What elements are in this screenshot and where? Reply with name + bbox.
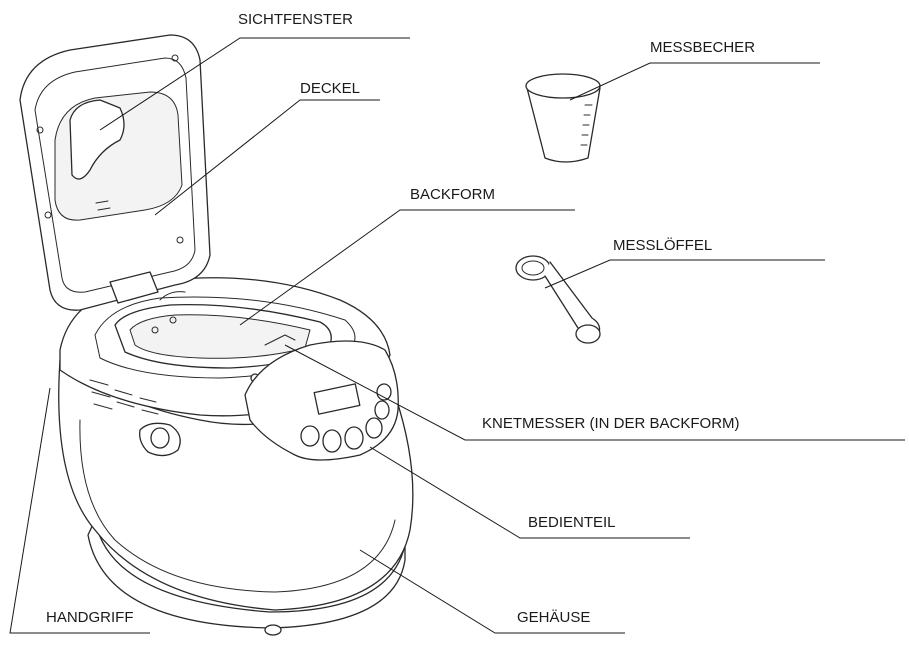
leader-gehaeuse bbox=[359, 549, 625, 634]
leader-messloeffel bbox=[544, 259, 825, 289]
label-gehaeuse: GEHÄUSE bbox=[517, 609, 590, 626]
leader-backform bbox=[239, 209, 575, 326]
leader-deckel bbox=[154, 99, 380, 216]
housing-drawing bbox=[58, 277, 414, 636]
measuring-cup-drawing bbox=[525, 73, 601, 163]
measuring-spoon-drawing bbox=[515, 255, 601, 344]
leader-handgriff bbox=[9, 387, 150, 634]
label-bedienteil: BEDIENTEIL bbox=[528, 514, 616, 531]
label-deckel: DECKEL bbox=[300, 80, 360, 97]
label-backform: BACKFORM bbox=[410, 186, 495, 203]
leader-sichtfenster bbox=[99, 37, 410, 131]
label-handgriff: HANDGRIFF bbox=[46, 609, 134, 626]
lid-drawing bbox=[19, 34, 211, 311]
label-messbecher: MESSBECHER bbox=[650, 39, 755, 56]
part-labels: SICHTFENSTER DECKEL MESSBECHER BACKFORM … bbox=[46, 11, 755, 626]
leader-messbecher bbox=[569, 62, 820, 101]
label-messloeffel: MESSLÖFFEL bbox=[613, 236, 712, 254]
leader-knetmesser bbox=[284, 344, 905, 441]
label-sichtfenster: SICHTFENSTER bbox=[238, 11, 353, 28]
label-knetmesser: KNETMESSER (IN DER BACKFORM) bbox=[482, 415, 740, 432]
leader-lines bbox=[9, 37, 905, 634]
leader-bedienteil bbox=[369, 446, 690, 539]
